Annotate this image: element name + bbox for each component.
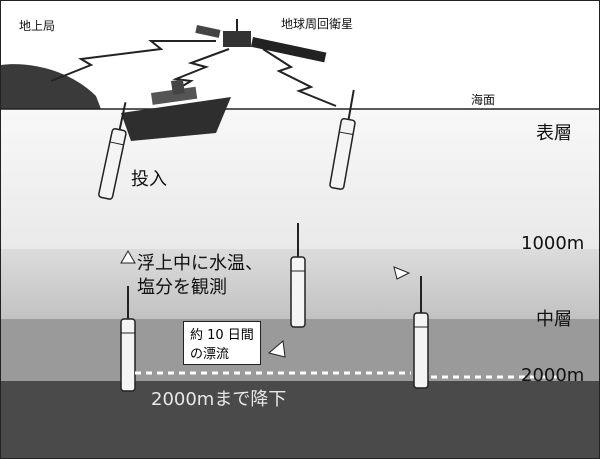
surface-layer-label: 表層: [536, 123, 572, 144]
drift-label-line2: の漂流: [190, 347, 230, 362]
float-deploying-icon: [98, 102, 127, 200]
descend-arrow: [393, 266, 411, 280]
float-drifting-icon: [120, 286, 136, 392]
deep-layer-band: [1, 381, 599, 458]
ascend-arrow: [267, 340, 286, 358]
depth-2000m-label: 2000m: [521, 365, 585, 386]
descend-label: 2000mまで降下: [151, 389, 287, 410]
land-mass: [1, 64, 101, 109]
rise-arrow: [120, 250, 136, 264]
sea-surface-label: 海面: [471, 93, 496, 107]
observe-label-line2: 塩分を観測: [137, 277, 227, 298]
signal-to-ground: [50, 40, 216, 82]
deploy-label: 投入: [131, 169, 167, 190]
drift-callout: 約 10 日間 の漂流: [183, 321, 261, 365]
observe-label-line1: 浮上中に水温、: [137, 253, 263, 274]
satellite-label: 地球周回衛星: [281, 17, 354, 31]
ship-icon: [121, 79, 231, 141]
satellite-icon: [195, 19, 327, 63]
signal-to-ship: [165, 48, 230, 97]
surface-layer-band: [1, 109, 599, 249]
float-parked-icon: [413, 276, 429, 389]
middle-layer-label: 中層: [536, 309, 572, 330]
signal-to-float: [262, 48, 337, 107]
drift-label-line1: 約 10 日間: [190, 328, 254, 343]
middle-layer-band: [1, 319, 599, 381]
float-ascending-icon: [290, 223, 306, 328]
float-surface-icon: [329, 89, 356, 190]
ground-station-label: 地上局: [19, 19, 56, 33]
depth-1000m-label: 1000m: [521, 233, 585, 254]
